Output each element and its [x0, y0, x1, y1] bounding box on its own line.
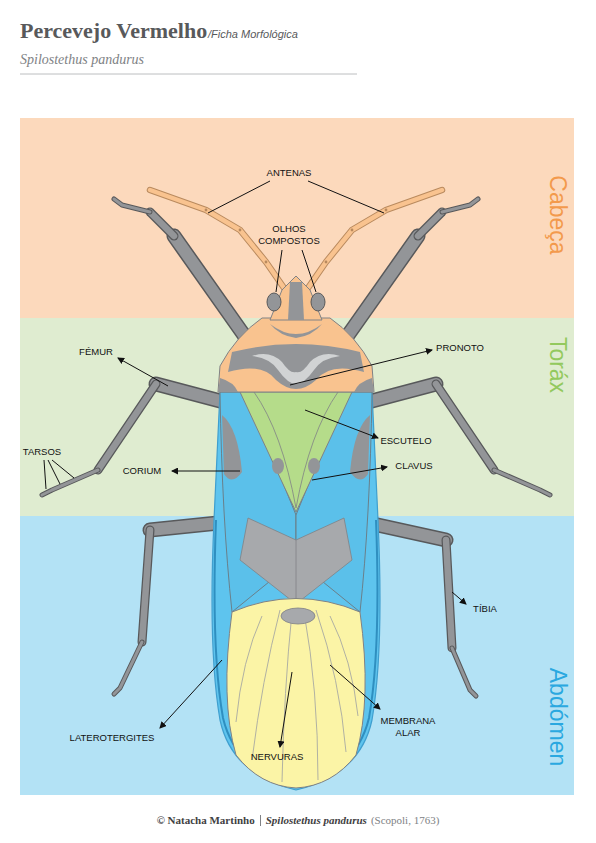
- part-label: NERVURAS: [251, 751, 304, 763]
- footer-text: (Scopoli, 1763): [371, 813, 439, 827]
- page-subtitle-tag: /Ficha Morfológica: [208, 28, 298, 41]
- page-title: Percevejo Vermelho: [20, 18, 207, 44]
- footer-text: © Natacha Martinho: [157, 813, 255, 827]
- abdomen-band-fill: [20, 516, 574, 795]
- part-label: TARSOS: [23, 446, 61, 458]
- title-rule: [20, 74, 357, 75]
- part-label: CLAVUS: [395, 460, 432, 472]
- part-label: CORIUM: [123, 465, 162, 477]
- species-name: Spilostethus pandurus: [20, 51, 144, 68]
- region-name: Cabeça: [546, 175, 569, 254]
- part-label: ESCUTELO: [380, 435, 431, 447]
- legs: [42, 199, 550, 696]
- part-label: OLHOS COMPOSTOS: [256, 223, 322, 247]
- footer-text: Spilostethus pandurus: [266, 813, 367, 827]
- part-label: TÍBIA: [473, 603, 497, 615]
- part-label: PRONOTO: [436, 342, 484, 354]
- thorax-band-fill: [20, 318, 574, 516]
- insect-body: [212, 276, 380, 790]
- part-label: LATEROTERGITES: [70, 732, 155, 744]
- body-region-band: Cabeça: [20, 118, 574, 318]
- antennae: [150, 190, 442, 288]
- leader-lines: [44, 181, 466, 747]
- part-label: ANTENAS: [267, 167, 312, 179]
- region-name: Toráx: [546, 337, 569, 393]
- part-label: MEMBRANA ALAR: [373, 715, 443, 739]
- footer-separator: [260, 815, 261, 826]
- part-label: FÉMUR: [79, 346, 113, 358]
- footer-row: © Natacha Martinho Spilostethus pandurus (…: [0, 813, 596, 827]
- region-name: Abdómen: [546, 668, 569, 766]
